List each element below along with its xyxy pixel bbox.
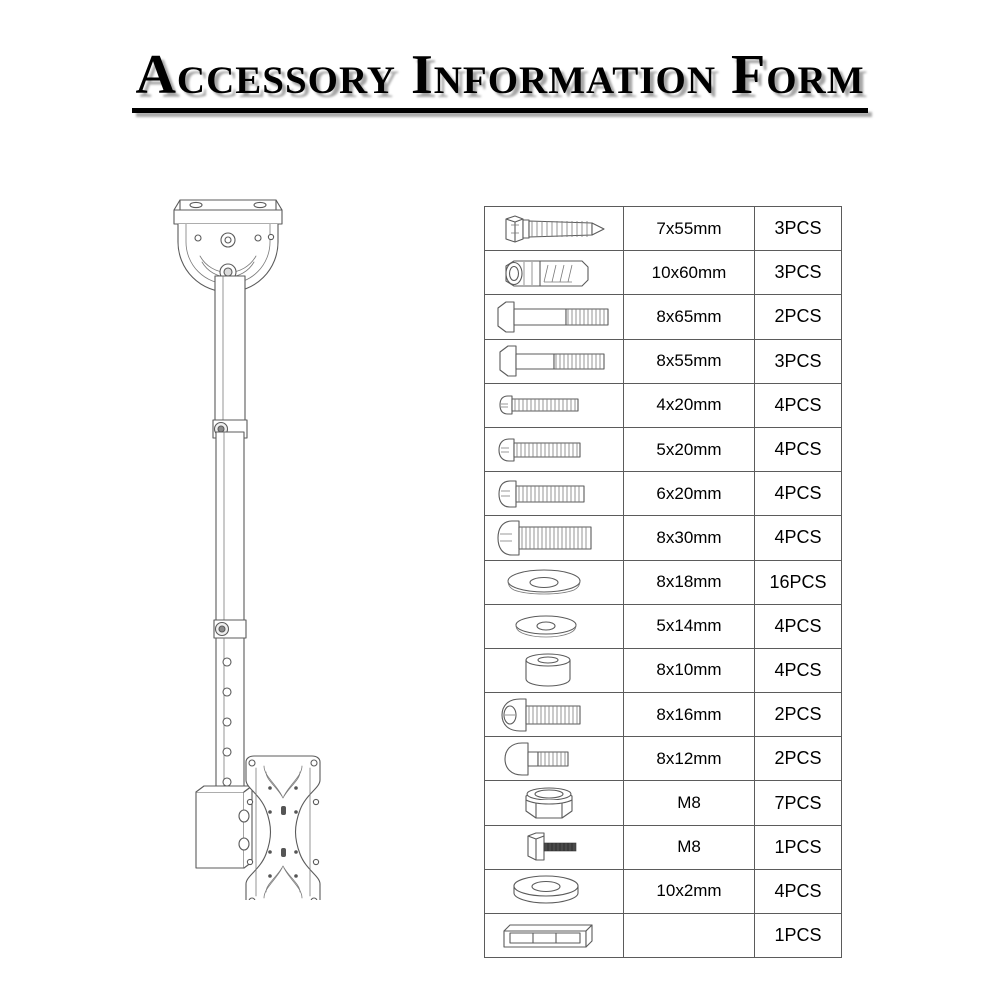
part-quantity: 4PCS: [754, 382, 842, 428]
part-size: 8x55mm: [623, 338, 755, 384]
part-quantity: 3PCS: [754, 205, 842, 252]
ceiling-plate: [173, 199, 283, 225]
part-quantity: 7PCS: [754, 780, 842, 826]
part-quantity: 2PCS: [754, 294, 842, 340]
part-size: 7x55mm: [623, 205, 755, 252]
table-row: 8x30mm 4PCS: [484, 515, 842, 561]
part-size: 10x60mm: [623, 250, 755, 296]
table-row: 7x55mm 3PCS: [484, 205, 842, 252]
part-quantity: 4PCS: [754, 647, 842, 694]
table-row: M8 7PCS: [484, 780, 842, 826]
middle-pole: [215, 431, 245, 631]
table-row: 10x60mm 3PCS: [484, 250, 842, 296]
table-row: 8x18mm 16PCS: [484, 559, 842, 605]
pan-head-machine-screw-large-icon: [484, 515, 624, 561]
pan-head-machine-screw-icon: [484, 426, 624, 473]
hex-head-bolt-long-icon: [484, 294, 624, 340]
expansion-wall-anchor-icon: [484, 250, 624, 296]
hex-head-bolt-icon: [484, 338, 624, 384]
part-size: M8: [623, 780, 755, 826]
table-row: M8 1PCS: [484, 824, 842, 870]
flat-washer-large-icon: [484, 559, 624, 605]
part-quantity: 3PCS: [754, 338, 842, 384]
swivel-bracket: [195, 785, 253, 869]
upper-pole: [214, 275, 246, 433]
flat-washer-small-icon: [484, 603, 624, 649]
table-row: 5x14mm 4PCS: [484, 603, 842, 649]
table-row: 6x20mm 4PCS: [484, 471, 842, 517]
part-quantity: 4PCS: [754, 471, 842, 517]
table-row: 8x16mm 2PCS: [484, 692, 842, 738]
part-quantity: 1PCS: [754, 912, 842, 959]
table-row: 8x65mm 2PCS: [484, 294, 842, 340]
table-row: 10x2mm 4PCS: [484, 868, 842, 915]
part-quantity: 2PCS: [754, 692, 842, 738]
part-quantity: 4PCS: [754, 515, 842, 561]
part-size: 5x20mm: [623, 426, 755, 473]
button-head-bolt-long-icon: [484, 692, 624, 738]
pan-head-machine-screw-medium-icon: [484, 471, 624, 517]
part-size: 4x20mm: [623, 382, 755, 428]
accessory-parts-table: 7x55mm 3PCS 10x60mm 3PCS: [484, 205, 842, 959]
part-size: 6x20mm: [623, 471, 755, 517]
part-quantity: 4PCS: [754, 603, 842, 649]
part-quantity: 16PCS: [754, 559, 842, 605]
part-size: 8x18mm: [623, 559, 755, 605]
part-size: 8x65mm: [623, 294, 755, 340]
title-underline-rule: [132, 108, 868, 113]
table-row: 8x10mm 4PCS: [484, 647, 842, 694]
part-quantity: 3PCS: [754, 250, 842, 296]
part-size: M8: [623, 824, 755, 870]
vesa-mounting-plate: [245, 755, 321, 900]
part-size: 5x14mm: [623, 603, 755, 649]
part-size: [623, 912, 755, 959]
telescoping-joint-knob-lower: [213, 619, 247, 639]
table-row: 8x12mm 2PCS: [484, 736, 842, 782]
table-row: 1PCS: [484, 912, 842, 959]
page-title: Accessory Information Form: [135, 44, 865, 106]
part-size: 8x16mm: [623, 692, 755, 738]
table-row: 5x20mm 4PCS: [484, 426, 842, 473]
parts-table-body: 7x55mm 3PCS 10x60mm 3PCS: [484, 205, 842, 959]
hex-flange-self-tapping-screw-icon: [484, 205, 624, 252]
part-size: 10x2mm: [623, 868, 755, 915]
title-block: Accessory Information Form: [0, 44, 1000, 113]
part-size: 8x30mm: [623, 515, 755, 561]
part-quantity: 4PCS: [754, 426, 842, 473]
button-head-bolt-short-icon: [484, 736, 624, 782]
part-quantity: 2PCS: [754, 736, 842, 782]
rectangular-spacer-bar-icon: [484, 912, 624, 959]
pan-head-machine-screw-small-icon: [484, 382, 624, 428]
part-quantity: 1PCS: [754, 824, 842, 870]
thick-washer-icon: [484, 868, 624, 915]
part-size: 8x10mm: [623, 647, 755, 694]
table-row: 8x55mm 3PCS: [484, 338, 842, 384]
thumb-knob-screw-icon: [484, 824, 624, 870]
ceiling-mount-illustration: [140, 180, 400, 900]
table-row: 4x20mm 4PCS: [484, 382, 842, 428]
cylindrical-spacer-icon: [484, 647, 624, 694]
part-quantity: 4PCS: [754, 868, 842, 915]
part-size: 8x12mm: [623, 736, 755, 782]
hex-lock-nut-icon: [484, 780, 624, 826]
